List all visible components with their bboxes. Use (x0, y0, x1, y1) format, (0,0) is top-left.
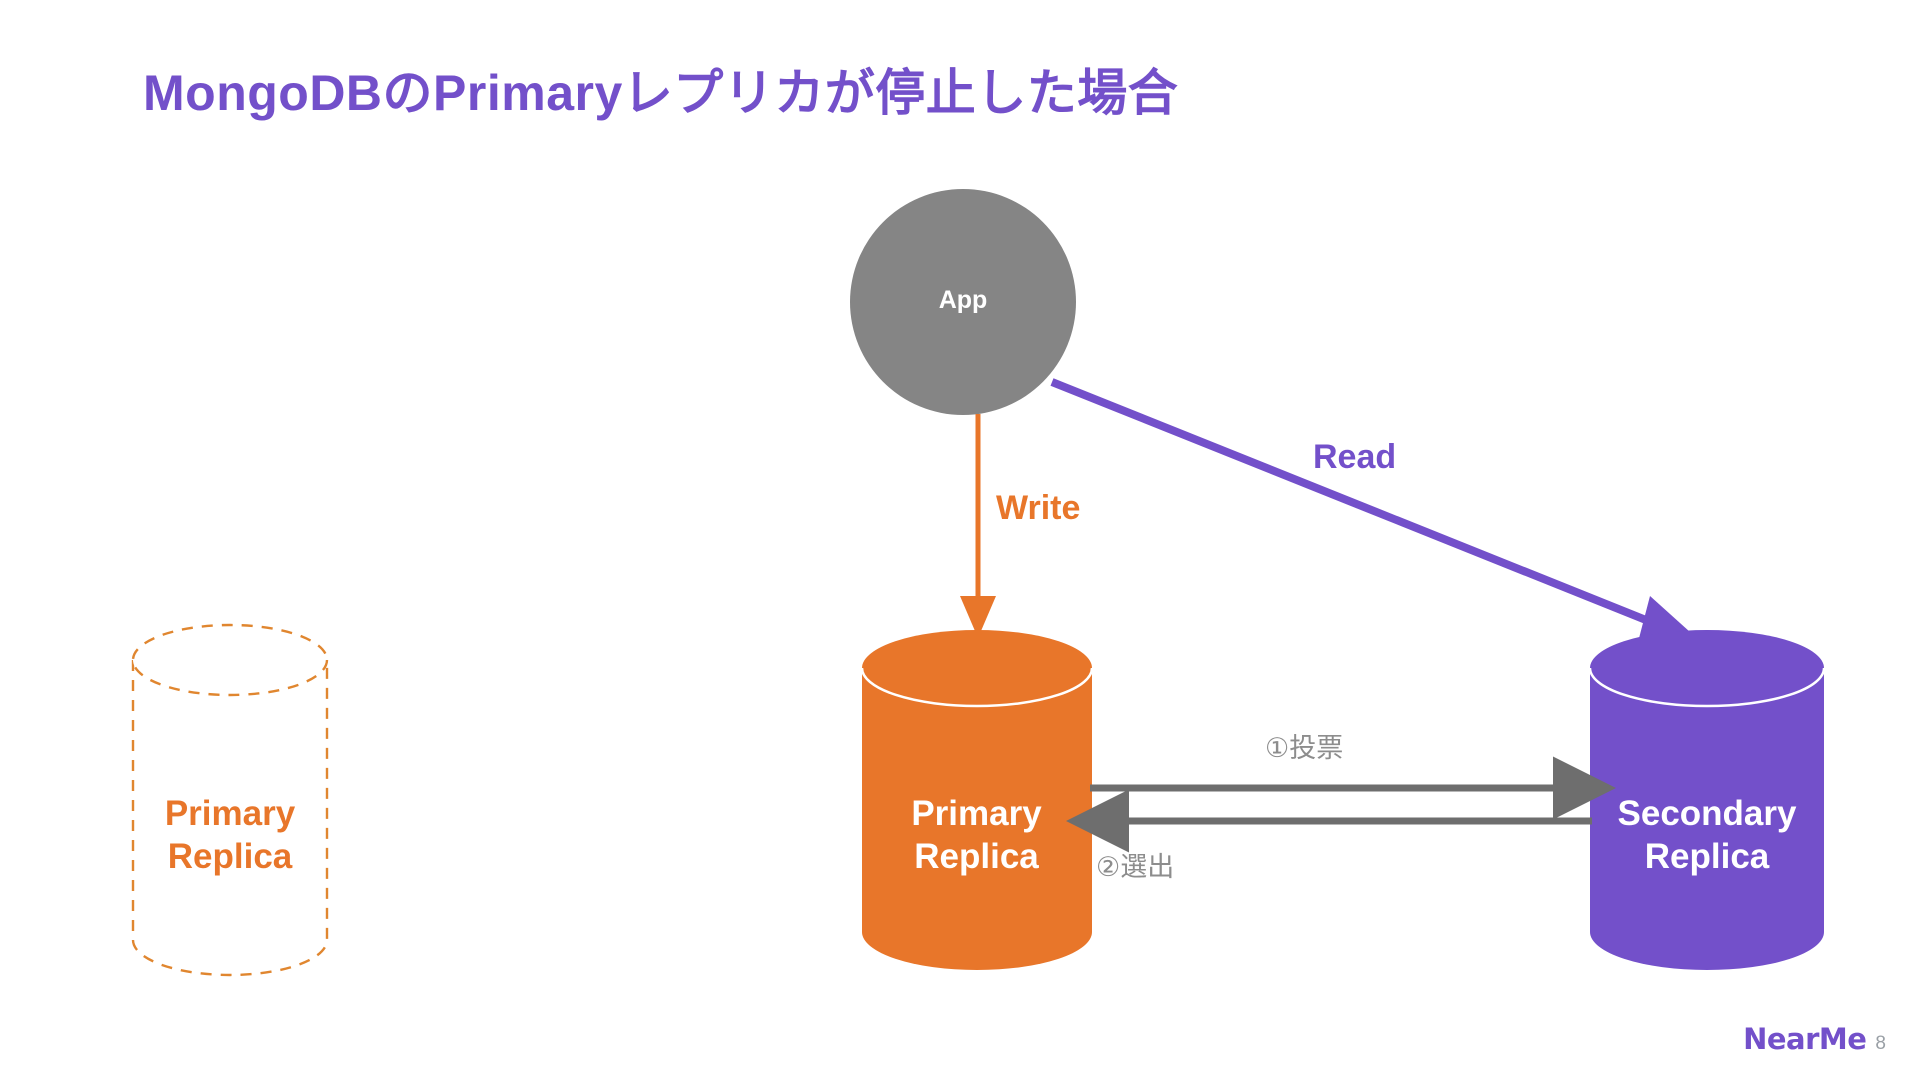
page-number: 8 (1875, 1033, 1886, 1054)
read-arrow-line (1050, 378, 1668, 632)
page-title: MongoDBのPrimaryレプリカが停止した場合 (143, 65, 1179, 121)
secondary-top-edge (1588, 667, 1826, 708)
edge-read[interactable] (1050, 378, 1700, 646)
failed-primary-top (131, 623, 329, 697)
new-primary-top-edge (860, 667, 1094, 708)
slide-footer: NearMe 8 (1743, 1022, 1886, 1056)
node-app[interactable] (850, 189, 1076, 415)
app-circle (850, 189, 1076, 415)
edge-write[interactable] (960, 414, 996, 638)
node-secondary-replica[interactable] (1588, 630, 1826, 970)
nearme-logo: NearMe (1743, 1022, 1867, 1056)
failed-primary-body (131, 660, 329, 977)
secondary-body (1590, 668, 1824, 970)
secondary-top-fill (1590, 630, 1824, 706)
node-new-primary-replica[interactable] (860, 630, 1094, 970)
new-primary-top-fill (862, 630, 1092, 706)
node-failed-primary-replica[interactable] (131, 623, 329, 977)
write-arrow-head (960, 596, 996, 638)
new-primary-body (862, 668, 1092, 970)
